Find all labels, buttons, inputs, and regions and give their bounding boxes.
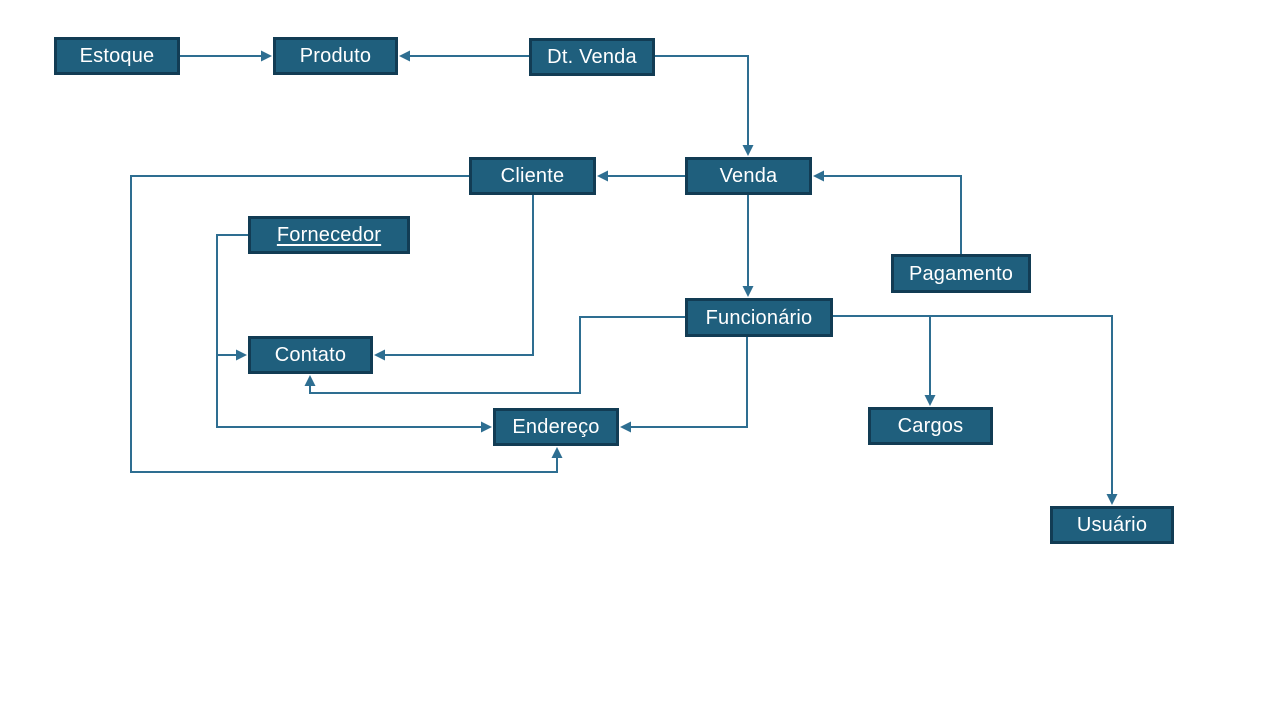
connector-dt-venda-to-venda[interactable] xyxy=(655,55,749,146)
node-cargos[interactable]: Cargos xyxy=(868,407,993,445)
connector-funcionario-to-contato[interactable] xyxy=(309,316,685,394)
node-label-cliente: Cliente xyxy=(500,165,565,187)
node-label-fornecedor: Fornecedor xyxy=(276,224,382,246)
node-contato[interactable]: Contato xyxy=(248,336,373,374)
node-estoque[interactable]: Estoque xyxy=(54,37,180,75)
arrowhead-venda-to-funcionario xyxy=(742,286,754,297)
node-label-usuario: Usuário xyxy=(1076,514,1148,536)
node-pagamento[interactable]: Pagamento xyxy=(891,254,1031,293)
node-funcionario[interactable]: Funcionário xyxy=(685,298,833,337)
arrowhead-estoque-to-produto xyxy=(261,50,272,62)
node-label-pagamento: Pagamento xyxy=(908,262,1014,285)
node-produto[interactable]: Produto xyxy=(273,37,398,75)
connector-fornecedor-to-contato[interactable] xyxy=(216,234,248,356)
connector-funcionario-to-endereco[interactable] xyxy=(630,337,748,428)
node-label-dt-venda: Dt. Venda xyxy=(547,46,637,68)
node-label-funcionario: Funcionário xyxy=(705,306,813,329)
node-endereco[interactable]: Endereço xyxy=(493,408,619,446)
arrowhead-venda-to-cliente xyxy=(597,170,608,182)
arrowhead-dt-venda-to-produto xyxy=(399,50,410,62)
connector-cliente-to-contato[interactable] xyxy=(384,195,534,356)
arrowhead-cliente-to-endereco xyxy=(551,447,563,458)
arrowhead-dt-venda-to-venda xyxy=(742,145,754,156)
node-cliente[interactable]: Cliente xyxy=(469,157,596,195)
node-label-endereco: Endereço xyxy=(512,416,600,438)
node-label-produto: Produto xyxy=(299,45,372,67)
connector-cliente-to-endereco[interactable] xyxy=(130,175,558,473)
node-dt-venda[interactable]: Dt. Venda xyxy=(529,38,655,76)
node-usuario[interactable]: Usuário xyxy=(1050,506,1174,544)
connector-pagamento-to-venda[interactable] xyxy=(823,175,962,254)
node-fornecedor[interactable]: Fornecedor xyxy=(248,216,410,254)
arrowhead-fornecedor-to-contato xyxy=(236,349,247,361)
arrowhead-cliente-to-contato xyxy=(374,349,385,361)
node-label-estoque: Estoque xyxy=(79,45,155,67)
arrowhead-funcionario-to-contato xyxy=(304,375,316,386)
node-label-cargos: Cargos xyxy=(897,415,964,437)
arrowhead-funcionario-to-cargos xyxy=(924,395,936,406)
arrowhead-funcionario-to-endereco xyxy=(620,421,631,433)
node-venda[interactable]: Venda xyxy=(685,157,812,195)
arrowhead-fornecedor-to-endereco xyxy=(481,421,492,433)
connector-funcionario-to-usuario[interactable] xyxy=(833,315,1113,495)
node-label-venda: Venda xyxy=(719,165,778,187)
connector-fornecedor-to-endereco[interactable] xyxy=(216,355,482,428)
arrowhead-funcionario-to-usuario xyxy=(1106,494,1118,505)
arrowhead-pagamento-to-venda xyxy=(813,170,824,182)
node-label-contato: Contato xyxy=(274,344,347,366)
